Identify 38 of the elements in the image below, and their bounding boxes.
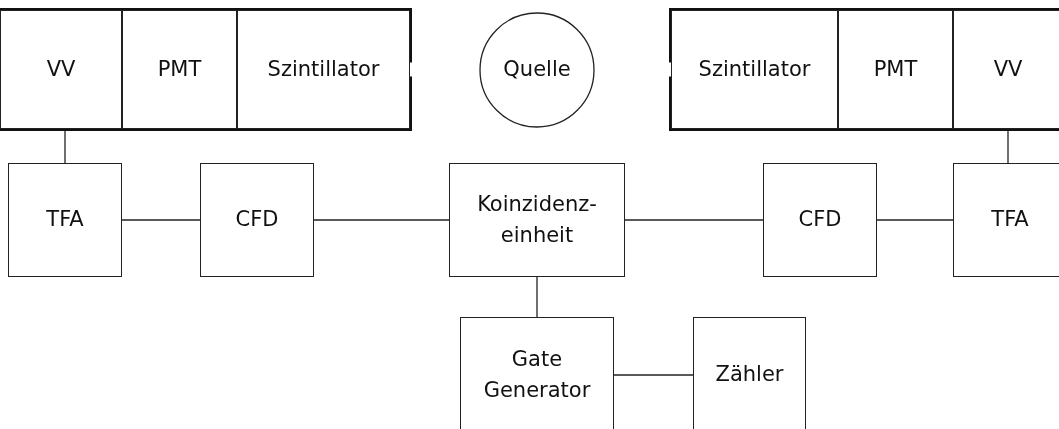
module-box	[200, 163, 314, 277]
connector-line	[536, 276, 538, 318]
detector-segment	[953, 10, 1059, 129]
node-label: PMT	[156, 55, 203, 83]
connector-line	[313, 219, 450, 221]
connector-line	[64, 128, 66, 164]
node-label: Szintillator	[697, 55, 812, 83]
detector-segment	[838, 10, 953, 129]
module-box	[693, 317, 806, 429]
node-label: TFA	[45, 206, 85, 234]
detector-segment	[0, 10, 122, 129]
detector-housing	[671, 10, 1059, 129]
connector-line	[121, 219, 201, 221]
node-label: CFD	[797, 206, 843, 234]
source-circle	[479, 12, 595, 128]
node-label: TFA	[990, 206, 1030, 234]
module-box	[763, 163, 877, 277]
module-box	[460, 317, 614, 429]
detector-housing	[0, 10, 410, 129]
detector-segment	[237, 10, 410, 129]
module-box	[449, 163, 625, 277]
connector-line	[624, 219, 764, 221]
detector-segment	[122, 10, 237, 129]
node-label: Gate Generator	[482, 345, 592, 404]
node-label: Koinzidenz-einheit	[476, 190, 598, 249]
connector-line	[613, 374, 694, 376]
node-label: Quelle	[502, 56, 572, 84]
node-label: PMT	[872, 55, 919, 83]
connector-line	[876, 219, 954, 221]
module-box	[953, 163, 1059, 277]
connector-line	[1007, 128, 1009, 164]
node-label: VV	[45, 55, 77, 83]
node-label: Zähler	[714, 361, 785, 389]
node-label: Szintillator	[266, 55, 381, 83]
module-box	[8, 163, 122, 277]
detector-segment	[671, 10, 838, 129]
node-label: VV	[992, 55, 1024, 83]
node-label: CFD	[234, 206, 280, 234]
